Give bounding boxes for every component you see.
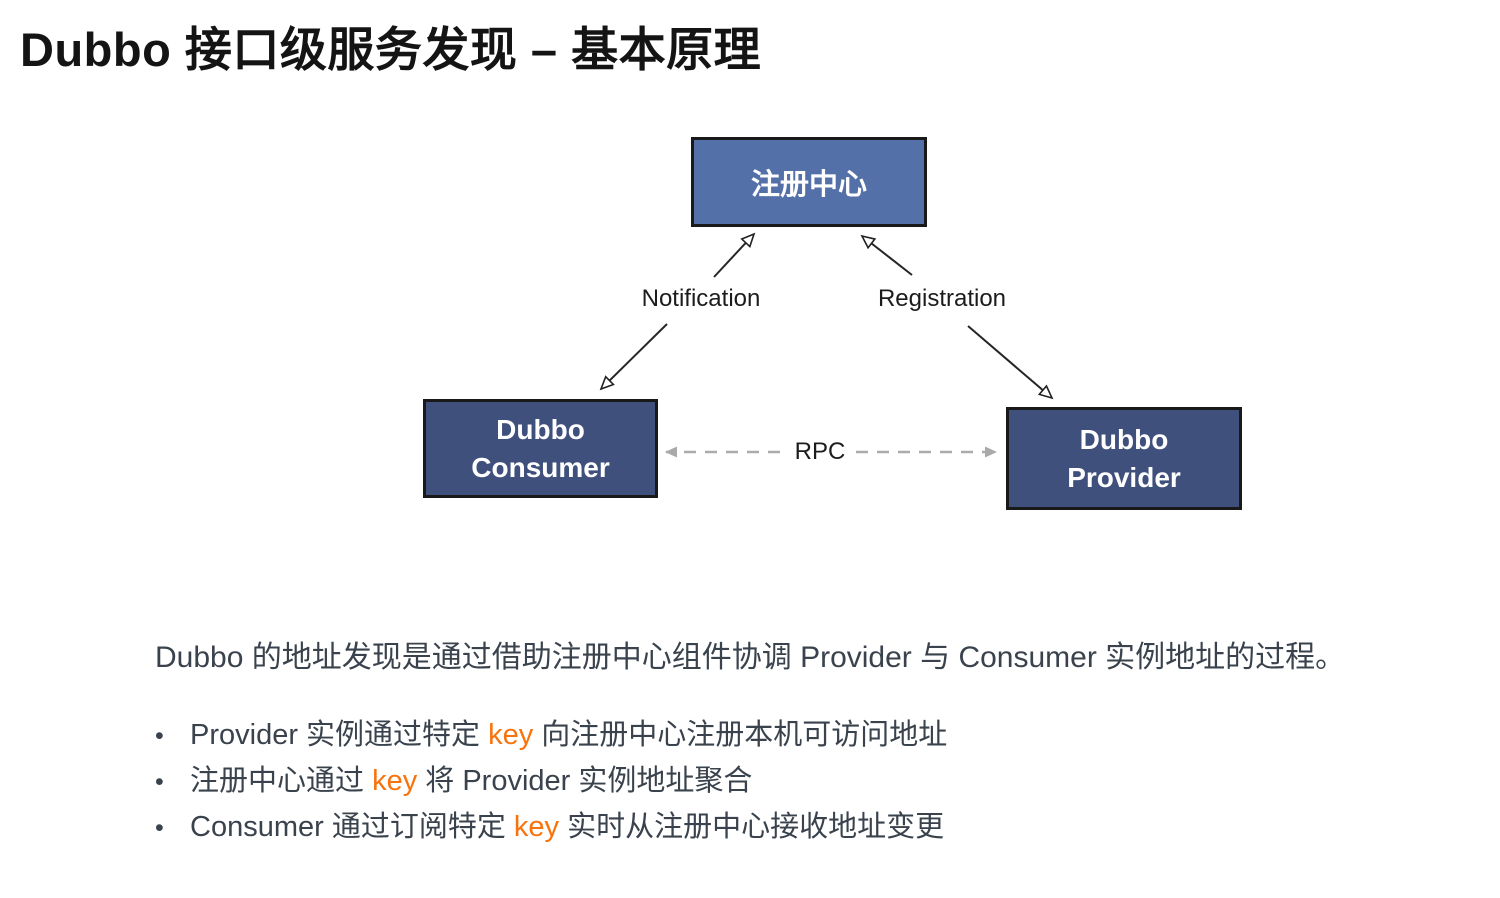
provider-node-label-line1: Dubbo (1079, 423, 1169, 455)
consumer-node: Dubbo Consumer (423, 399, 658, 498)
bullet-item-consumer-subscribe: • Consumer 通过订阅特定 key 实时从注册中心接收地址变更 (155, 804, 947, 850)
bullet-marker: • (155, 814, 164, 842)
provider-node-label-line2: Provider (1067, 461, 1181, 493)
bullet-item-provider-register: • Provider 实例通过特定 key 向注册中心注册本机可访问地址 (155, 712, 947, 758)
bullet-text-pre: Consumer 通过订阅特定 (190, 811, 514, 843)
bullet-text: Consumer 通过订阅特定 key 实时从注册中心接收地址变更 (190, 804, 944, 850)
consumer-node-label-line1: Dubbo (496, 413, 585, 445)
registry-node-label: 注册中心 (750, 169, 867, 201)
architecture-diagram: 注册中心 Dubbo Consumer Dubbo Provider Notif… (423, 137, 1242, 510)
bullet-text: Provider 实例通过特定 key 向注册中心注册本机可访问地址 (190, 712, 947, 758)
bullet-text-post: 将 Provider 实例地址聚合 (417, 765, 753, 797)
registration-edge-label: Registration (842, 285, 1042, 313)
bullet-text-pre: Provider 实例通过特定 (190, 719, 489, 751)
provider-node: Dubbo Provider (1006, 407, 1242, 510)
bullet-text: 注册中心通过 key 将 Provider 实例地址聚合 (190, 758, 752, 804)
intro-paragraph: Dubbo 的地址发现是通过借助注册中心组件协调 Provider 与 Cons… (155, 641, 1346, 674)
page-title: Dubbo 接口级服务发现 – 基本原理 (20, 23, 762, 76)
rpc-edge-label: RPC (784, 438, 856, 466)
bullet-item-registry-aggregate: • 注册中心通过 key 将 Provider 实例地址聚合 (155, 758, 947, 804)
bullet-text-post: 向注册中心注册本机可访问地址 (533, 719, 948, 751)
key-highlight: key (488, 719, 534, 751)
bullet-marker: • (155, 722, 164, 750)
bullet-list: • Provider 实例通过特定 key 向注册中心注册本机可访问地址 • 注… (155, 712, 947, 850)
key-highlight: key (372, 765, 418, 797)
bullet-text-pre: 注册中心通过 (190, 765, 373, 797)
bullet-text-post: 实时从注册中心接收地址变更 (559, 811, 945, 843)
key-highlight: key (513, 811, 560, 843)
registration-arrow-to-provider (967, 325, 1054, 400)
notification-arrow-to-consumer (599, 323, 668, 391)
registry-node: 注册中心 (691, 137, 927, 227)
bullet-marker: • (155, 768, 164, 796)
registration-arrow-to-registry (860, 234, 913, 276)
notification-arrow-to-registry (713, 232, 756, 278)
consumer-node-label-line2: Consumer (471, 451, 610, 483)
notification-edge-label: Notification (601, 285, 801, 313)
